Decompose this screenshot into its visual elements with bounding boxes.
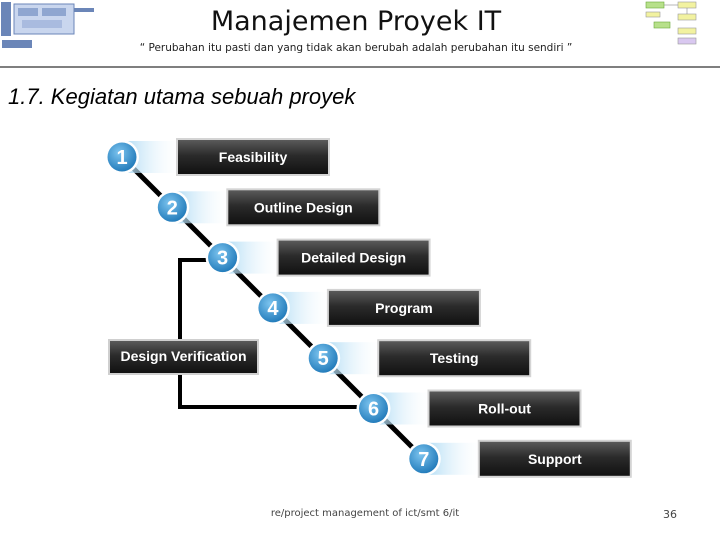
step-6: Roll-out 6: [356, 389, 582, 428]
step-3: Detailed Design 3: [205, 238, 431, 277]
step-label: Outline Design: [254, 199, 353, 215]
step-label: Testing: [430, 350, 479, 366]
step-box: [178, 140, 328, 174]
design-verification-label: Design Verification: [120, 348, 246, 364]
step-label: Roll-out: [478, 401, 531, 417]
step-2: Outline Design 2: [155, 188, 381, 227]
step-number: 3: [217, 248, 228, 270]
footer-text: re/project management of ict/smt 6/it: [270, 508, 460, 519]
page-number: 36: [663, 508, 677, 521]
step-box: [379, 341, 530, 376]
step-number-circle: [409, 444, 439, 474]
step-box: [278, 240, 429, 275]
step-number-circle: [359, 394, 388, 423]
flow-thumbnail-right: [645, 1, 697, 45]
step-box: [479, 441, 630, 476]
step-label: Detailed Design: [301, 250, 406, 266]
step-label: Feasibility: [219, 149, 288, 165]
step-box: [328, 290, 479, 325]
verification-loop: [178, 258, 372, 409]
step-number-circle: [258, 293, 288, 323]
section-heading: 1.7. Kegiatan utama sebuah proyek: [8, 84, 356, 109]
step-number-circle: [107, 142, 137, 172]
step-label: Program: [375, 300, 433, 316]
step-number-circle: [308, 343, 338, 373]
step-4: Program 4: [255, 288, 481, 327]
step-number: 7: [418, 449, 429, 471]
step-1: Feasibility 1: [105, 138, 330, 176]
step-label: Support: [528, 451, 582, 467]
step-number: 6: [368, 399, 379, 421]
step-number: 5: [318, 348, 329, 370]
step-number: 2: [167, 197, 178, 219]
design-verification-box: Design Verification: [108, 339, 259, 375]
step-number-circle: [157, 192, 187, 222]
step-box: [429, 391, 580, 426]
step-5: Testing 5: [306, 339, 532, 378]
page-title: Manajemen Proyek IT: [210, 6, 502, 37]
step-number: 4: [267, 298, 279, 320]
step-7: Support 7: [406, 439, 632, 478]
process-thumbnail-left: [1, 2, 94, 48]
step-number-circle: [208, 243, 238, 273]
step-number: 1: [116, 147, 127, 169]
step-box: [228, 190, 379, 225]
header-divider: [0, 66, 720, 68]
quote-subtitle: “ Perubahan itu pasti dan yang tidak aka…: [139, 42, 573, 54]
